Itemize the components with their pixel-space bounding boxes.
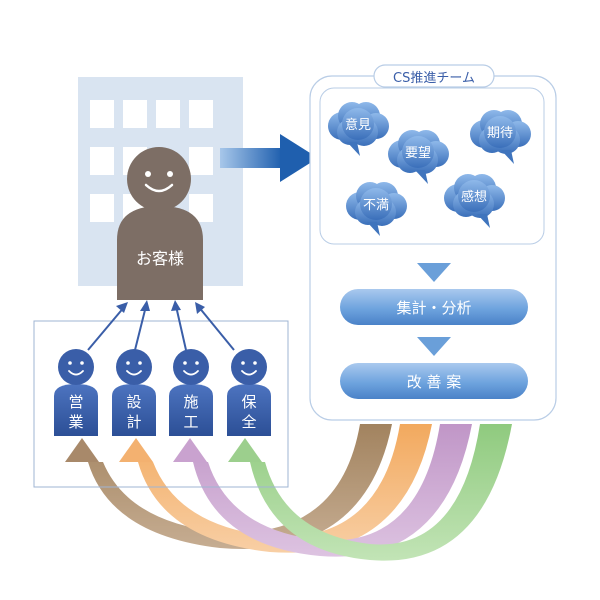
voice-cloud-1: 意見 — [328, 102, 389, 156]
feedback-arrow-construction — [193, 424, 472, 557]
improve-label: 改 善 案 — [407, 373, 462, 391]
voice-label-5: 感想 — [461, 189, 487, 205]
feedback-arrows — [65, 424, 512, 561]
staff-construction: 施工 — [169, 349, 213, 436]
staff-maintenance: 保全 — [227, 349, 271, 436]
feedback-arrow-sales — [88, 424, 392, 549]
staff-construction-label-2: 工 — [183, 413, 198, 431]
feedback-arrowhead-maintenance — [228, 438, 262, 462]
staff-sales: 営業 — [54, 349, 98, 436]
staff-design-label-2: 計 — [126, 413, 141, 431]
staff-to-customer-arrows — [87, 300, 235, 351]
voice-cloud-5: 感想 — [444, 174, 505, 228]
process-steps: 集計・分析 改 善 案 — [340, 263, 528, 399]
staff-construction-label-1: 施 — [183, 393, 198, 411]
feedback-arrowhead-sales — [65, 438, 99, 462]
voice-label-4: 不満 — [363, 198, 389, 213]
staff-sales-label-2: 業 — [68, 413, 83, 431]
voice-cloud-4: 不満 — [346, 182, 407, 236]
staff-maintenance-label-2: 全 — [241, 413, 256, 431]
customer-label: お客様 — [136, 249, 184, 268]
voice-label-2: 要望 — [405, 145, 431, 161]
staff-box — [33, 320, 289, 488]
staff-sales-label-1: 営 — [68, 393, 83, 411]
feedback-arrow-design — [138, 424, 432, 553]
feedback-arrowhead-design — [119, 438, 153, 462]
team-title: CS推進チーム — [393, 71, 475, 86]
voice-label-1: 意見 — [345, 117, 371, 133]
staff-maintenance-label-1: 保 — [241, 393, 256, 411]
voice-cloud-2: 要望 — [388, 130, 449, 184]
feedback-arrow-maintenance — [250, 424, 512, 561]
feedback-arrowhead-construction — [173, 438, 207, 462]
down-arrow-1 — [417, 263, 451, 282]
voice-cloud-3: 期待 — [470, 110, 531, 164]
staff-design-label-1: 設 — [126, 393, 141, 411]
down-arrow-2 — [417, 337, 451, 356]
voice-label-3: 期待 — [487, 126, 513, 141]
staff-design: 設計 — [112, 349, 156, 436]
improve-step — [340, 363, 528, 399]
main-arrow — [220, 134, 318, 182]
aggregate-label: 集計・分析 — [396, 299, 471, 317]
aggregate-step — [340, 289, 528, 325]
customer-figure: お客様 — [117, 147, 203, 300]
